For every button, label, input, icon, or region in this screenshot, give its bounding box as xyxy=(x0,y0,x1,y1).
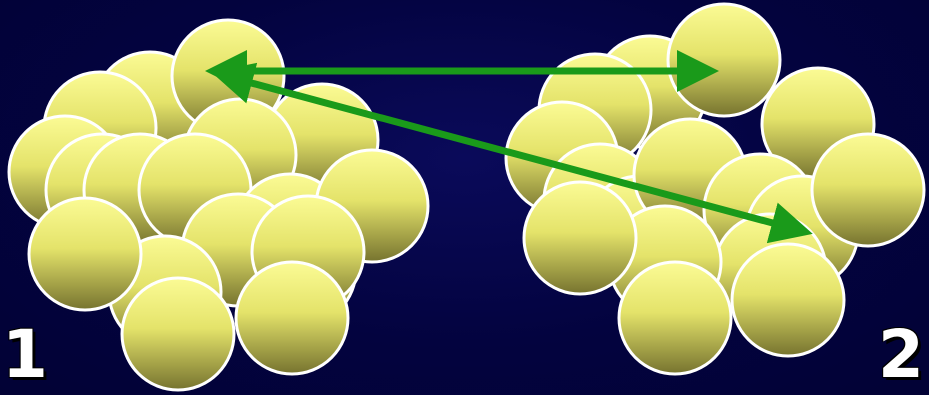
nucleus-label-1: 1 xyxy=(2,322,48,388)
nucleon-right-sphere xyxy=(524,182,636,294)
nucleon-left-sphere xyxy=(122,278,234,390)
nucleus-right xyxy=(506,4,924,374)
nucleus-label-2: 2 xyxy=(878,322,924,388)
nucleon-left-sphere xyxy=(236,262,348,374)
nucleon-right-sphere xyxy=(732,244,844,356)
nucleon-right-sphere xyxy=(668,4,780,116)
nucleon-left-sphere xyxy=(29,198,141,310)
nucleon-right-sphere xyxy=(812,134,924,246)
nucleon-right-sphere xyxy=(619,262,731,374)
